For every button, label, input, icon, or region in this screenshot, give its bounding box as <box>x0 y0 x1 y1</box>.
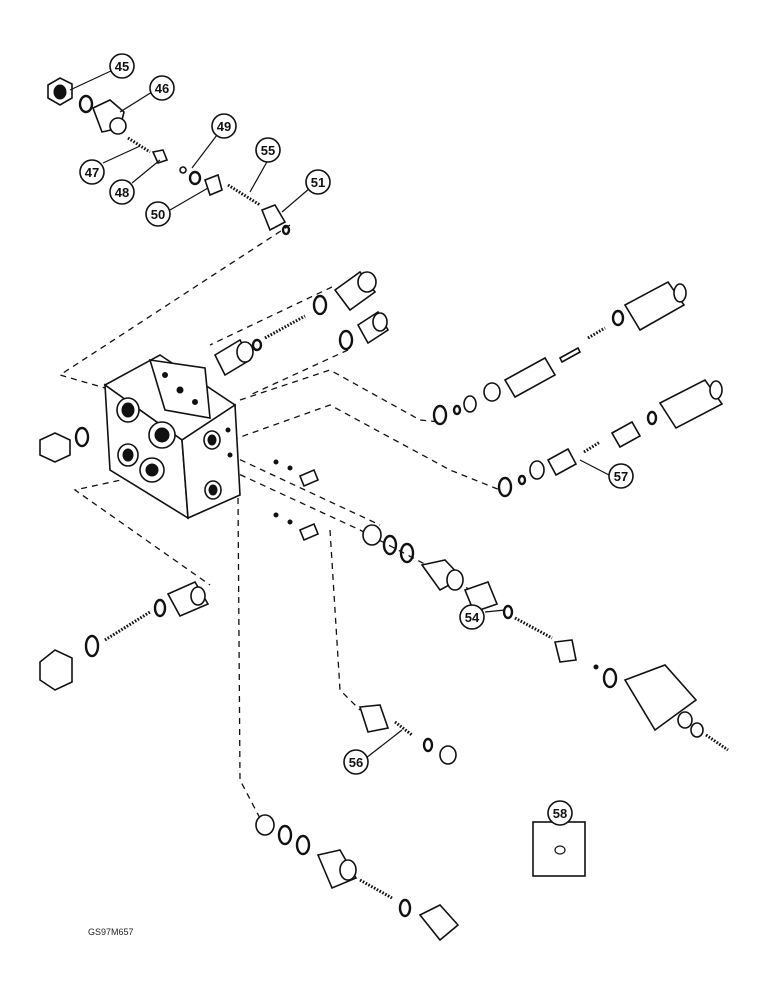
middle-spool-parts <box>362 524 729 752</box>
valve-body <box>103 354 241 520</box>
upper-relief-parts <box>39 270 390 463</box>
callout-51: 51 <box>305 169 331 195</box>
figure-code: GS97M657 <box>88 927 134 937</box>
callout-57: 57 <box>608 463 634 489</box>
lower-center-parts <box>358 704 457 765</box>
callout-leaders <box>69 69 610 759</box>
small-pins <box>273 459 320 542</box>
gasket-plate <box>532 821 586 877</box>
svg-text:45: 45 <box>115 59 129 74</box>
callout-47: 47 <box>79 159 105 185</box>
svg-text:50: 50 <box>151 207 165 222</box>
svg-text:56: 56 <box>349 755 363 770</box>
callout-58: 58 <box>547 800 573 826</box>
lower-left-parts <box>39 580 210 691</box>
svg-text:47: 47 <box>85 165 99 180</box>
svg-text:54: 54 <box>465 610 480 625</box>
callout-54: 54 <box>459 604 485 630</box>
callout-45: 45 <box>109 53 135 79</box>
svg-text:57: 57 <box>614 469 628 484</box>
callout-55: 55 <box>255 137 281 163</box>
callout-46: 46 <box>149 75 175 101</box>
svg-text:49: 49 <box>217 119 231 134</box>
right-valve-parts <box>432 280 724 498</box>
bottom-parts <box>255 814 460 942</box>
callout-50: 50 <box>145 201 171 227</box>
svg-text:58: 58 <box>553 806 567 821</box>
callout-56: 56 <box>343 749 369 775</box>
svg-text:55: 55 <box>261 143 275 158</box>
callout-48: 48 <box>109 179 135 205</box>
svg-text:51: 51 <box>311 175 325 190</box>
callout-49: 49 <box>211 113 237 139</box>
top-cluster-parts <box>47 77 291 236</box>
assembly-lines <box>58 224 501 823</box>
svg-text:48: 48 <box>115 185 129 200</box>
svg-text:46: 46 <box>155 81 169 96</box>
